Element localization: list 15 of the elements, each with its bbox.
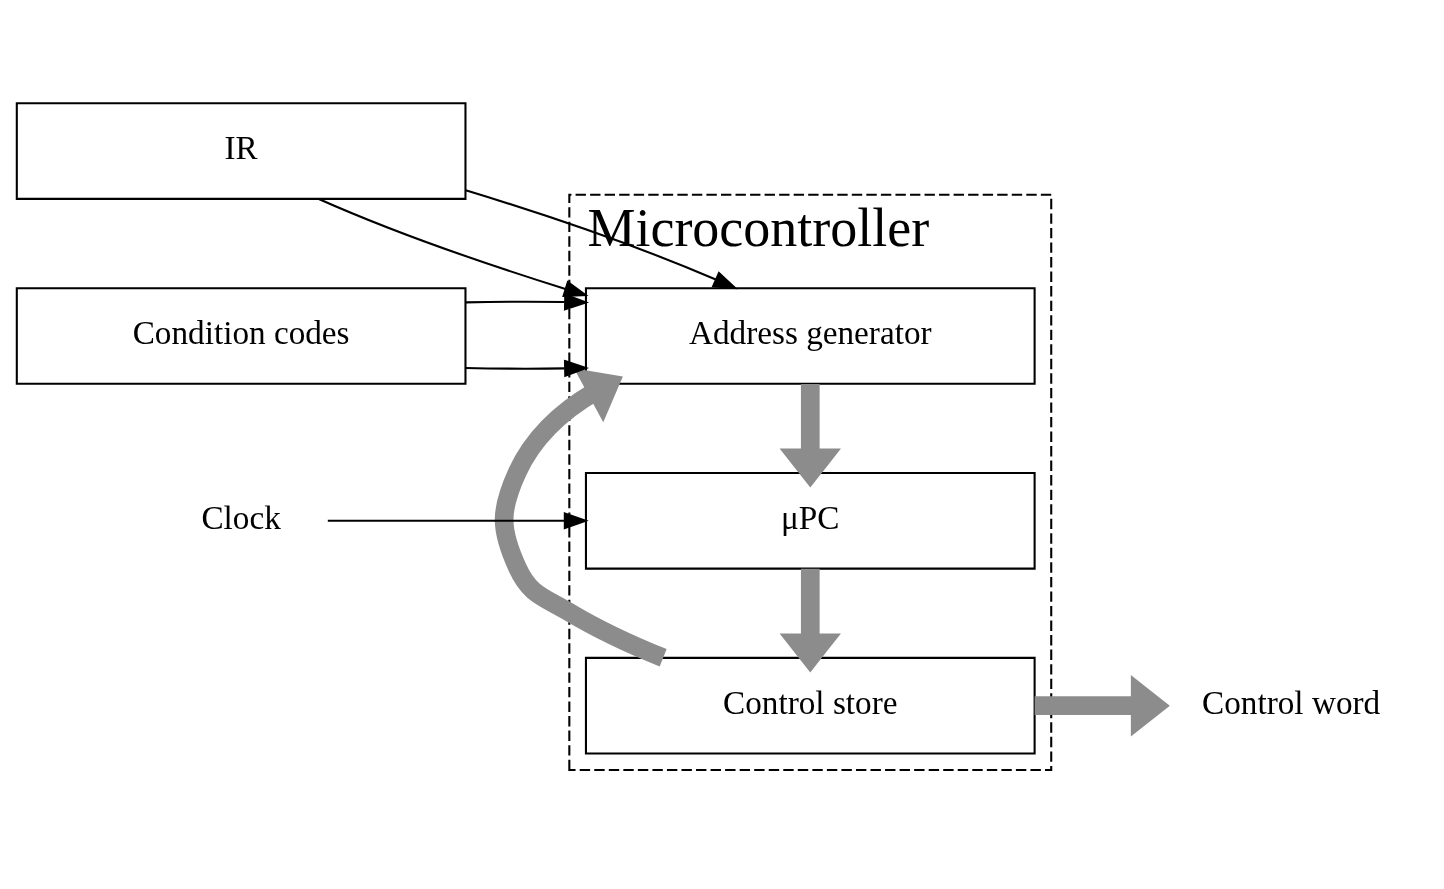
arrow: [465, 359, 590, 377]
arrow: [494, 367, 667, 666]
arrow: [327, 511, 589, 530]
arrow: [465, 188, 738, 289]
node-box: IR: [15, 101, 467, 200]
arrow: [1034, 674, 1170, 736]
arrow: [779, 383, 841, 488]
arrow: [779, 568, 841, 672]
arrow: [318, 197, 589, 297]
node-box: Condition codes: [15, 286, 467, 385]
node-text: Clock: [201, 498, 281, 536]
node-text: Control word: [1202, 683, 1381, 721]
node-box: Control store: [584, 656, 1036, 754]
node-box: μPC: [584, 471, 1036, 570]
node-box: Address generator: [584, 286, 1036, 385]
